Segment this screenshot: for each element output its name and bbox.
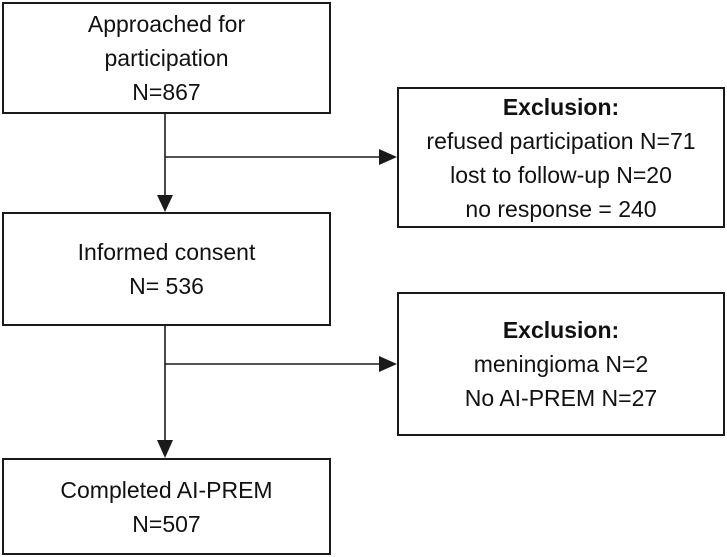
exclusion-2-meningioma: meningioma N=2 <box>473 351 649 377</box>
arrowhead-to-exclusion-1 <box>379 149 397 165</box>
consent-box: Informed consent N= 536 <box>2 212 331 326</box>
completed-count: N=507 <box>132 510 201 537</box>
exclusion-1-no-response: no response = 240 <box>465 195 657 222</box>
arrowhead-to-completed <box>157 440 173 458</box>
exclusion-1-refused: refused participation N=71 <box>426 127 696 154</box>
approached-box: Approached for participation N=867 <box>2 2 331 114</box>
exclusion-box-2: Exclusion: meningioma N=2 No AI-PREM N=2… <box>397 292 725 436</box>
arrowhead-to-consent <box>157 195 173 212</box>
completed-label: Completed AI-PREM <box>60 476 273 503</box>
exclusion-1-lost: lost to follow-up N=20 <box>450 161 672 188</box>
approached-line-2: participation <box>104 45 229 71</box>
approached-count: N=867 <box>132 79 201 105</box>
completed-box: Completed AI-PREM N=507 <box>2 458 331 555</box>
consent-count: N= 536 <box>129 273 204 299</box>
consent-label: Informed consent <box>77 239 256 265</box>
exclusion-2-no-ai-prem: No AI-PREM N=27 <box>464 385 658 411</box>
exclusion-2-title: Exclusion: <box>502 317 620 343</box>
approached-line-1: Approached for <box>87 11 246 37</box>
arrowhead-to-exclusion-2 <box>379 356 397 372</box>
exclusion-1-title: Exclusion: <box>502 93 620 120</box>
exclusion-box-1: Exclusion: refused participation N=71 lo… <box>397 87 725 228</box>
